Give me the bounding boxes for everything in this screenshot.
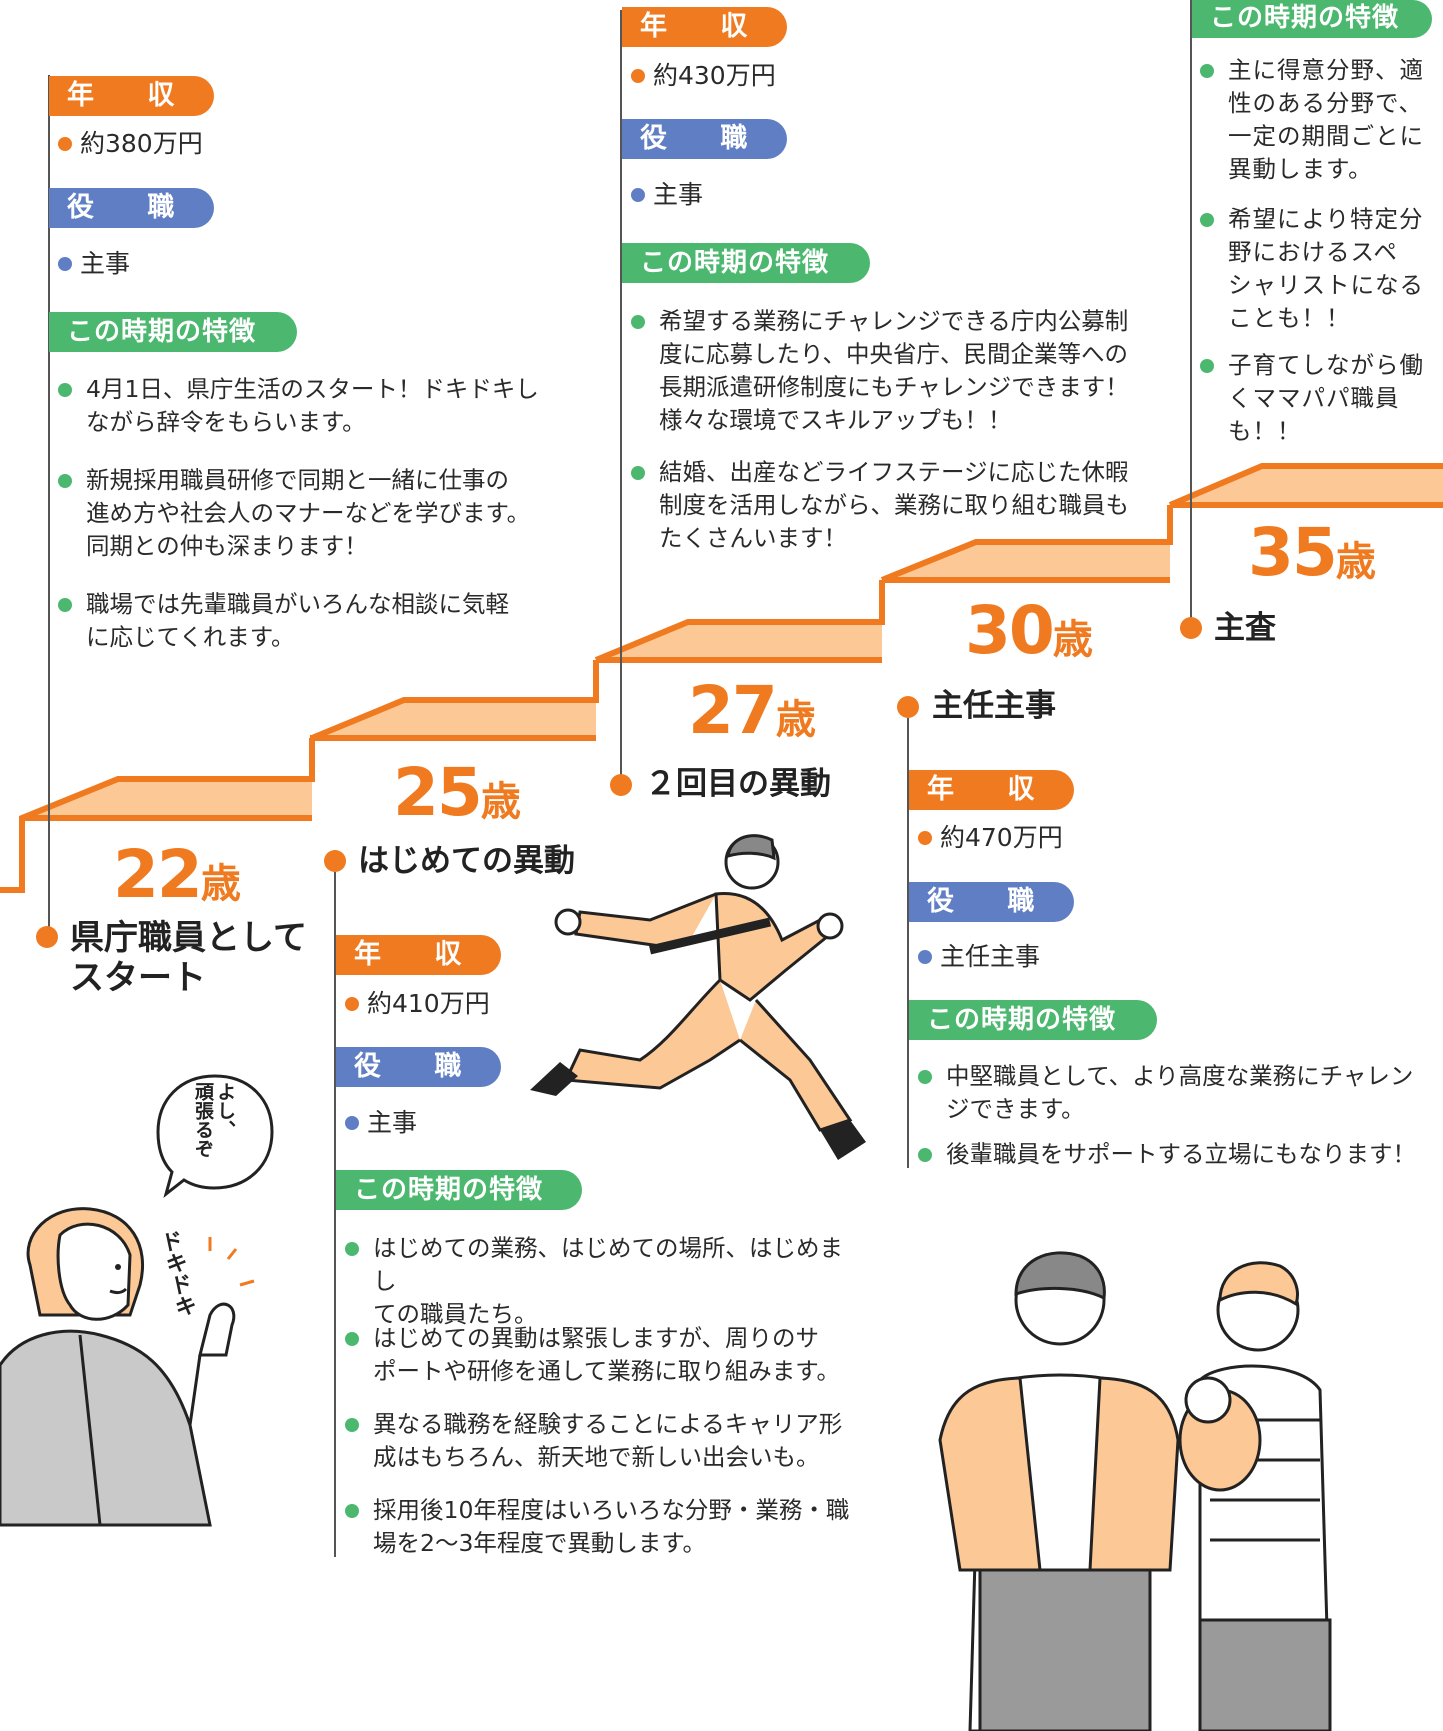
features-tag: この時期の特徴 [622, 243, 870, 283]
position-tag: 役 職 [622, 119, 787, 159]
family-illustration [938, 1251, 1332, 1731]
feature-item: 結婚、出産などライフステージに応じた休暇制度を活用しながら、業務に取り組む職員も… [631, 456, 1151, 555]
timeline-27 [620, 10, 622, 780]
salary-tag: 年 収 [49, 76, 214, 116]
stage-dot [36, 926, 58, 948]
feature-item: 希望する業務にチャレンジできる庁内公募制度に応募したり、中央省庁、民間企業等への… [631, 305, 1151, 437]
feature-item: 4月1日、県庁生活のスタート！ドキドキしながら辞令をもらいます。 [58, 373, 558, 439]
salary-value: 約380万円 [58, 128, 203, 160]
stage-title-25: はじめての異動 [358, 843, 575, 879]
feature-item: 子育てしながら働くママパパ職員も！！ [1200, 349, 1440, 448]
timeline-35 [1190, 0, 1192, 628]
position-value: 主事 [58, 248, 130, 280]
salary-tag: 年 収 [909, 770, 1074, 810]
salary-tag: 年 収 [622, 7, 787, 47]
stage-title-22: 県庁職員としてスタート [70, 918, 307, 998]
position-value: 主任主事 [918, 941, 1040, 973]
salary-tag: 年 収 [336, 935, 501, 975]
age-27: 27歳 [688, 672, 816, 749]
feature-item: 後輩職員をサポートする立場にもなります！ [918, 1138, 1438, 1171]
features-tag: この時期の特徴 [336, 1170, 582, 1210]
stage-title-30: 主任主事 [932, 688, 1056, 724]
age-25: 25歳 [393, 754, 521, 831]
position-tag: 役 職 [49, 188, 214, 228]
running-man-illustration [530, 834, 866, 1160]
feature-item: はじめての異動は緊張しますが、周りのサポートや研修を通して業務に取り組みます。 [345, 1322, 865, 1388]
salary-value: 約430万円 [631, 60, 776, 92]
position-tag: 役 職 [336, 1047, 501, 1087]
bullet-dot [58, 137, 72, 151]
feature-item: 中堅職員として、より高度な業務にチャレンジできます。 [918, 1060, 1438, 1126]
feature-item: 異なる職務を経験することによるキャリア形成はもちろん、新天地で新しい出会いも。 [345, 1408, 865, 1474]
stage-dot [897, 696, 919, 718]
age-22: 22歳 [113, 836, 241, 913]
feature-item: 職場では先輩職員がいろんな相談に気軽に応じてくれます。 [58, 588, 558, 654]
timeline-25 [334, 872, 336, 1557]
age-35: 35歳 [1248, 514, 1376, 591]
bullet-dot [58, 257, 72, 271]
feature-item: 新規採用職員研修で同期と一緒に仕事の進め方や社会人のマナーなどを学びます。同期と… [58, 464, 558, 563]
bubble-text: よし、頑張るぞ [192, 1082, 236, 1158]
stage-title-35: 主査 [1214, 610, 1276, 646]
age-30: 30歳 [965, 592, 1093, 669]
feature-item: 主に得意分野、適性のある分野で、一定の期間ごとに異動します。 [1200, 54, 1440, 186]
stage-dot [324, 850, 346, 872]
feature-item: はじめての業務、はじめての場所、はじめましての職員たち。 [345, 1232, 865, 1331]
position-value: 主事 [345, 1107, 417, 1139]
features-tag: この時期の特徴 [49, 312, 297, 352]
position-value: 主事 [631, 179, 703, 211]
feature-item: 採用後10年程度はいろいろな分野・業務・職場を2〜3年程度で異動します。 [345, 1494, 865, 1560]
stage-dot [1180, 617, 1202, 639]
speech-bubble [156, 1074, 274, 1198]
stage-title-27: ２回目の異動 [645, 766, 831, 802]
salary-value: 約470万円 [918, 822, 1063, 854]
timeline-30 [907, 718, 909, 1168]
feature-item: 希望により特定分野におけるスペシャリストになることも！！ [1200, 203, 1440, 335]
nervous-woman-illustration [0, 1207, 255, 1527]
salary-value: 約410万円 [345, 988, 490, 1020]
position-tag: 役 職 [909, 882, 1074, 922]
features-tag: この時期の特徴 [909, 1000, 1157, 1040]
features-tag: この時期の特徴 [1192, 0, 1432, 38]
timeline-22 [48, 75, 50, 935]
stage-dot [610, 774, 632, 796]
